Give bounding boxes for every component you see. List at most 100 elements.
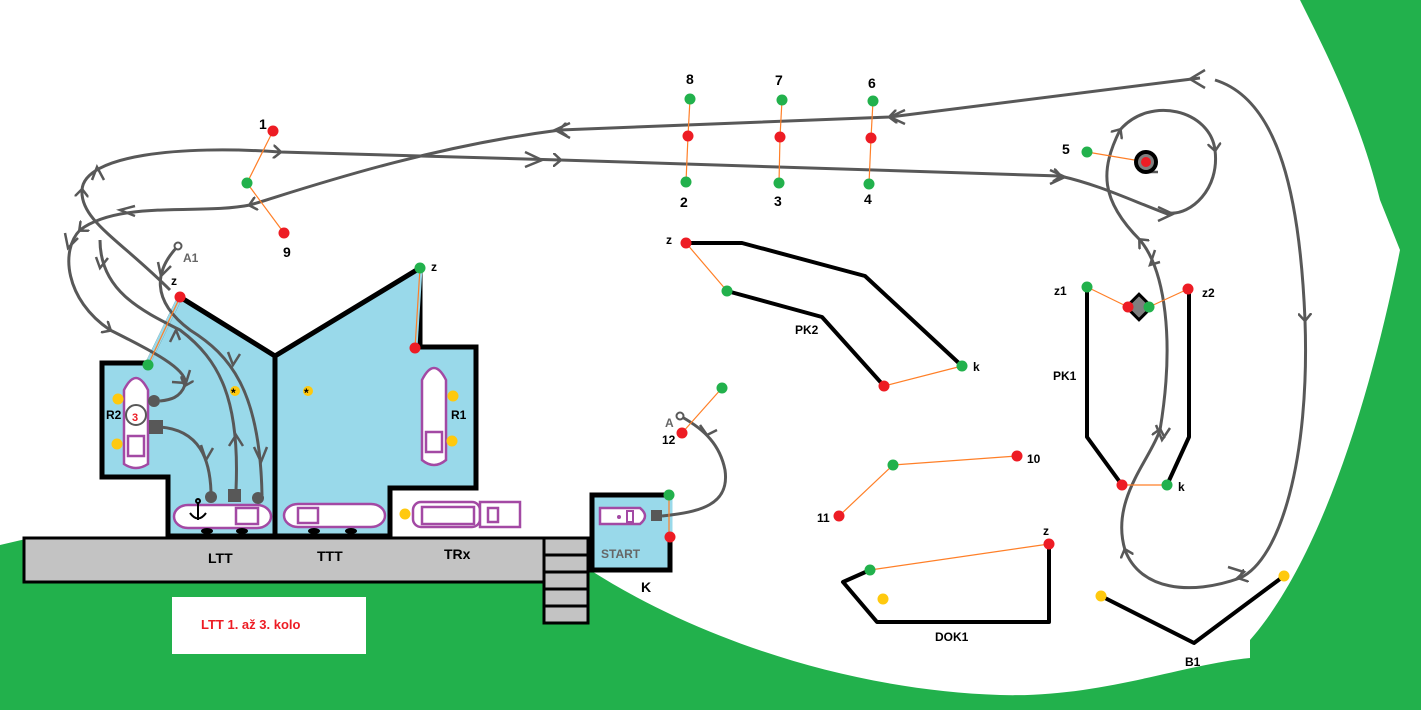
gate-label: 10: [1027, 452, 1041, 466]
buoy-red: [664, 531, 676, 543]
buoy-red: [878, 380, 890, 392]
pk2-label: PK2: [795, 323, 819, 337]
dok1-start-label: z: [1043, 524, 1049, 538]
pk1-start-right-label: z2: [1202, 286, 1215, 300]
buoy-red: [1122, 301, 1134, 313]
star-buoy: [230, 386, 240, 396]
buoy-green: [1081, 146, 1093, 158]
buoy-green: [1161, 479, 1173, 491]
boat-r1: [420, 366, 448, 467]
star-icon: *: [231, 386, 236, 400]
boat-ttt: [282, 502, 387, 534]
buoy-green: [887, 459, 899, 471]
star-buoy: [303, 386, 313, 396]
gate-label: 4: [864, 191, 872, 207]
buoy-red: [676, 427, 688, 439]
dok1-label: DOK1: [935, 630, 969, 644]
gate-labels: 1 9 8 2 7 3 6 4 5 10 11 12: [259, 71, 1070, 525]
route-main-out: [82, 150, 1171, 292]
dok1: [841, 544, 1051, 624]
bollard: [205, 491, 217, 503]
route-a: [661, 415, 728, 518]
pk2-end-label: k: [973, 360, 980, 374]
r2-label: R2: [106, 408, 122, 422]
boat-start: [598, 506, 647, 526]
left-dock-start-label: z: [171, 274, 177, 288]
buoys: [111, 93, 1290, 605]
buoy-red: [278, 227, 290, 239]
buoy-green: [864, 564, 876, 576]
gate-label: 3: [774, 193, 782, 209]
caption-text: LTT 1. až 3. kolo: [201, 617, 301, 632]
buoy-red: [1011, 450, 1023, 462]
pk1-start-left-label: z1: [1054, 284, 1067, 298]
r2-turn-count: 3: [132, 412, 138, 424]
buoy-green: [716, 382, 728, 394]
trx-label: TRx: [444, 546, 471, 562]
gate-label: 12: [662, 433, 676, 447]
buoy-red: [267, 125, 279, 137]
buoy-yellow: [112, 393, 124, 405]
gate-label: 11: [817, 511, 830, 525]
pk1-left: [1085, 287, 1124, 487]
r1-label: R1: [451, 408, 467, 422]
buoy-green: [142, 359, 154, 371]
route-main-in: [1105, 78, 1306, 590]
stairs: [542, 536, 590, 625]
gate-label: 5: [1062, 141, 1070, 157]
buoy-green: [721, 285, 733, 297]
buoy-green: [684, 93, 696, 105]
a1-marker: [173, 241, 183, 251]
route-up: [98, 239, 238, 491]
a-marker: [675, 411, 685, 421]
buoy-red: [1043, 538, 1055, 550]
mid-dock-start-label: z: [431, 260, 437, 274]
boat-r2: [122, 376, 150, 470]
pk2-outer: [686, 241, 964, 368]
b1: [1100, 574, 1286, 645]
buoy-red: [174, 291, 186, 303]
bollard: [149, 420, 163, 434]
gate-lines: [147, 98, 1189, 571]
buoy-red: [774, 131, 786, 143]
bollard: [148, 395, 160, 407]
bollard: [651, 510, 662, 521]
turn-circle-icon: [125, 404, 147, 426]
anchor-icon: [189, 498, 207, 520]
start-label: START: [601, 547, 641, 561]
gate-label: 9: [283, 244, 291, 260]
pk1-right: [1165, 289, 1191, 486]
buoy-green: [663, 489, 675, 501]
gate-label: 8: [686, 71, 694, 87]
buoy-red: [833, 510, 845, 522]
buoy-yellow: [111, 438, 123, 450]
b1-label: B1: [1185, 655, 1201, 669]
buoy-yellow: [1095, 590, 1107, 602]
gate-label: 6: [868, 75, 876, 91]
buoy-yellow: [446, 435, 458, 447]
buoy-green: [776, 94, 788, 106]
ltt-label: LTT: [208, 550, 233, 566]
gate-label: 1: [259, 116, 267, 132]
a1-label: A1: [183, 251, 199, 265]
pk2-inner: [726, 289, 886, 388]
pk1-diamond-buoy: [1124, 292, 1154, 322]
buoy-yellow: [447, 390, 459, 402]
gate-label: 7: [775, 72, 783, 88]
star-icon: *: [304, 386, 309, 400]
k-label: K: [641, 579, 651, 595]
turn-buoy-5: [1134, 150, 1158, 174]
bollard: [228, 489, 241, 502]
route-bollard: [159, 425, 213, 493]
course-lines: [686, 241, 1286, 645]
buoy-green: [241, 177, 253, 189]
buoy-green: [1143, 301, 1155, 313]
pk1-end-label: k: [1178, 480, 1185, 494]
buoy-red: [1182, 283, 1194, 295]
buoy-green: [956, 360, 968, 372]
buoy-green: [773, 177, 785, 189]
buoy-yellow: [877, 593, 889, 605]
